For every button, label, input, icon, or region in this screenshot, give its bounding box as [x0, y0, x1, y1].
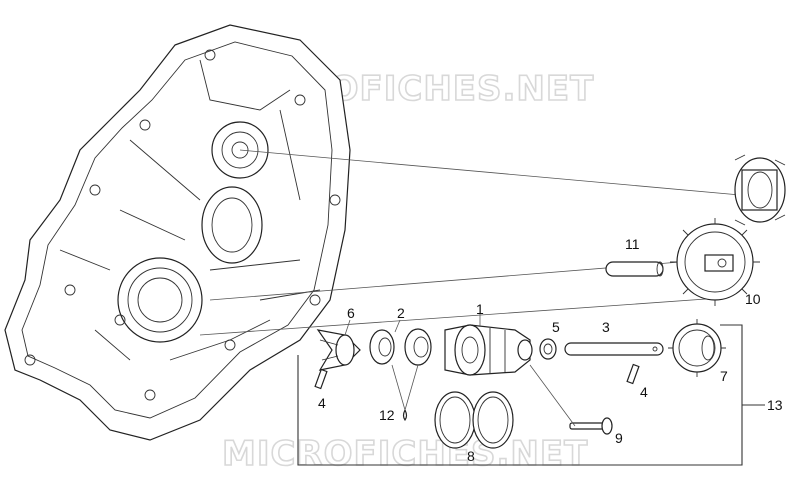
- bearings-part-2: [369, 328, 432, 366]
- callout-2: 2: [397, 305, 405, 321]
- callout-13: 13: [767, 397, 783, 413]
- pump-body-part-1: [444, 324, 533, 376]
- callout-10: 10: [745, 291, 761, 307]
- upper-gear: [734, 154, 786, 226]
- screw-part-9: [569, 417, 613, 435]
- gear-part-10: [670, 218, 760, 306]
- callout-11: 11: [625, 236, 640, 252]
- shaft-part-3: [564, 342, 664, 356]
- leader-lines: [344, 314, 576, 427]
- callout-5: 5: [552, 319, 560, 335]
- callout-3: 3: [602, 319, 610, 335]
- callout-4a: 4: [318, 395, 326, 411]
- shaft-part-11: [605, 261, 664, 277]
- crankcase-housing: [4, 24, 351, 441]
- callout-1: 1: [476, 301, 484, 317]
- watermark-bottom: MICROFICHES.NET: [222, 434, 588, 474]
- callout-8: 8: [467, 448, 475, 464]
- washer-part-5: [539, 338, 557, 360]
- gear-part-7: [668, 319, 726, 377]
- o-rings-part-8: [434, 391, 514, 449]
- callout-12: 12: [379, 407, 395, 423]
- callout-4b: 4: [640, 384, 648, 400]
- group-bracket-13: [297, 324, 765, 466]
- impeller-part-6: [316, 329, 361, 371]
- callout-7: 7: [720, 368, 728, 384]
- callout-9: 9: [615, 430, 623, 446]
- callout-labels: 1 2 3 4 4 5 6 7 8 9 10 11 12 13: [318, 236, 783, 464]
- sealant-drop-part-12: [402, 408, 408, 422]
- callout-6: 6: [347, 305, 355, 321]
- pins-part-4: [314, 363, 640, 390]
- alignment-lines: [199, 149, 741, 336]
